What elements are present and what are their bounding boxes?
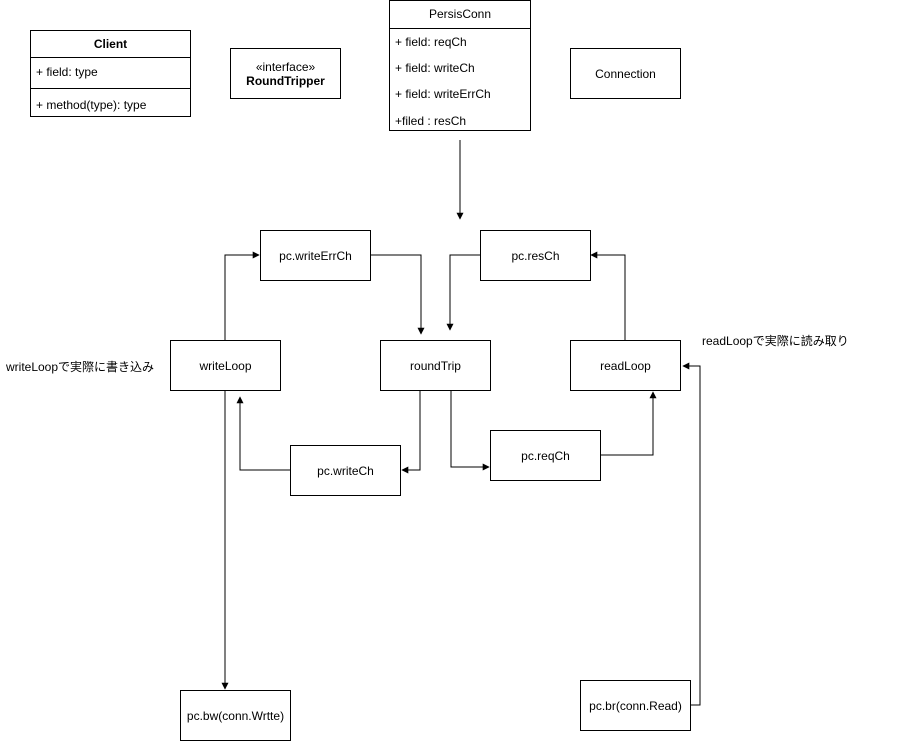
client-class-name: Client [31, 31, 190, 58]
persisconn-field-reqch: + field: reqCh [395, 35, 467, 49]
roundtripper-name: RoundTripper [246, 73, 325, 88]
roundtrip-to-reqch-arrow [450, 390, 490, 471]
persisconn-field-resch: +filed : resCh [395, 114, 467, 128]
res-ch-node[interactable]: pc.resCh [480, 230, 591, 281]
bw-node[interactable]: pc.bw(conn.Wrtte) [180, 690, 291, 741]
writech-to-writeloop-arrow [236, 396, 290, 471]
roundtrip-to-writech-arrow [401, 390, 421, 474]
readloop-to-resch-arrow [590, 251, 626, 340]
connection-box[interactable]: Connection [570, 48, 681, 99]
persisconn-field-writeerrch: + field: writeErrCh [395, 87, 491, 101]
write-loop-node[interactable]: writeLoop [170, 340, 281, 391]
read-loop-node[interactable]: readLoop [570, 340, 681, 391]
client-class[interactable]: Client + field: type + method(type): typ… [30, 30, 191, 117]
write-loop-note: writeLoopで実際に書き込み [6, 360, 155, 374]
reqch-to-readloop-arrow [600, 391, 657, 456]
resch-to-roundtrip-arrow [446, 254, 480, 331]
roundtripper-stereotype: «interface» [255, 59, 316, 74]
round-trip-node[interactable]: roundTrip [380, 340, 491, 391]
write-ch-node[interactable]: pc.writeCh [290, 445, 401, 496]
client-method: + method(type): type [36, 98, 147, 112]
roundtripper-interface[interactable]: «interface» RoundTripper [230, 48, 341, 99]
br-to-readloop-arrow [682, 362, 701, 706]
persisconn-class[interactable]: PersisConn + field: reqCh + field: write… [389, 0, 531, 131]
write-err-ch-node[interactable]: pc.writeErrCh [260, 230, 371, 281]
persisconn-field-writech: + field: writeCh [395, 61, 475, 75]
req-ch-node[interactable]: pc.reqCh [490, 430, 601, 481]
read-loop-note: readLoopで実際に読み取り [702, 334, 849, 348]
client-field: + field: type [31, 58, 190, 89]
writeloop-to-writeerrch-arrow [224, 251, 260, 340]
br-node[interactable]: pc.br(conn.Read) [580, 680, 691, 731]
persisconn-class-name: PersisConn [390, 1, 530, 29]
writeerrch-to-roundtrip-arrow [370, 254, 425, 335]
